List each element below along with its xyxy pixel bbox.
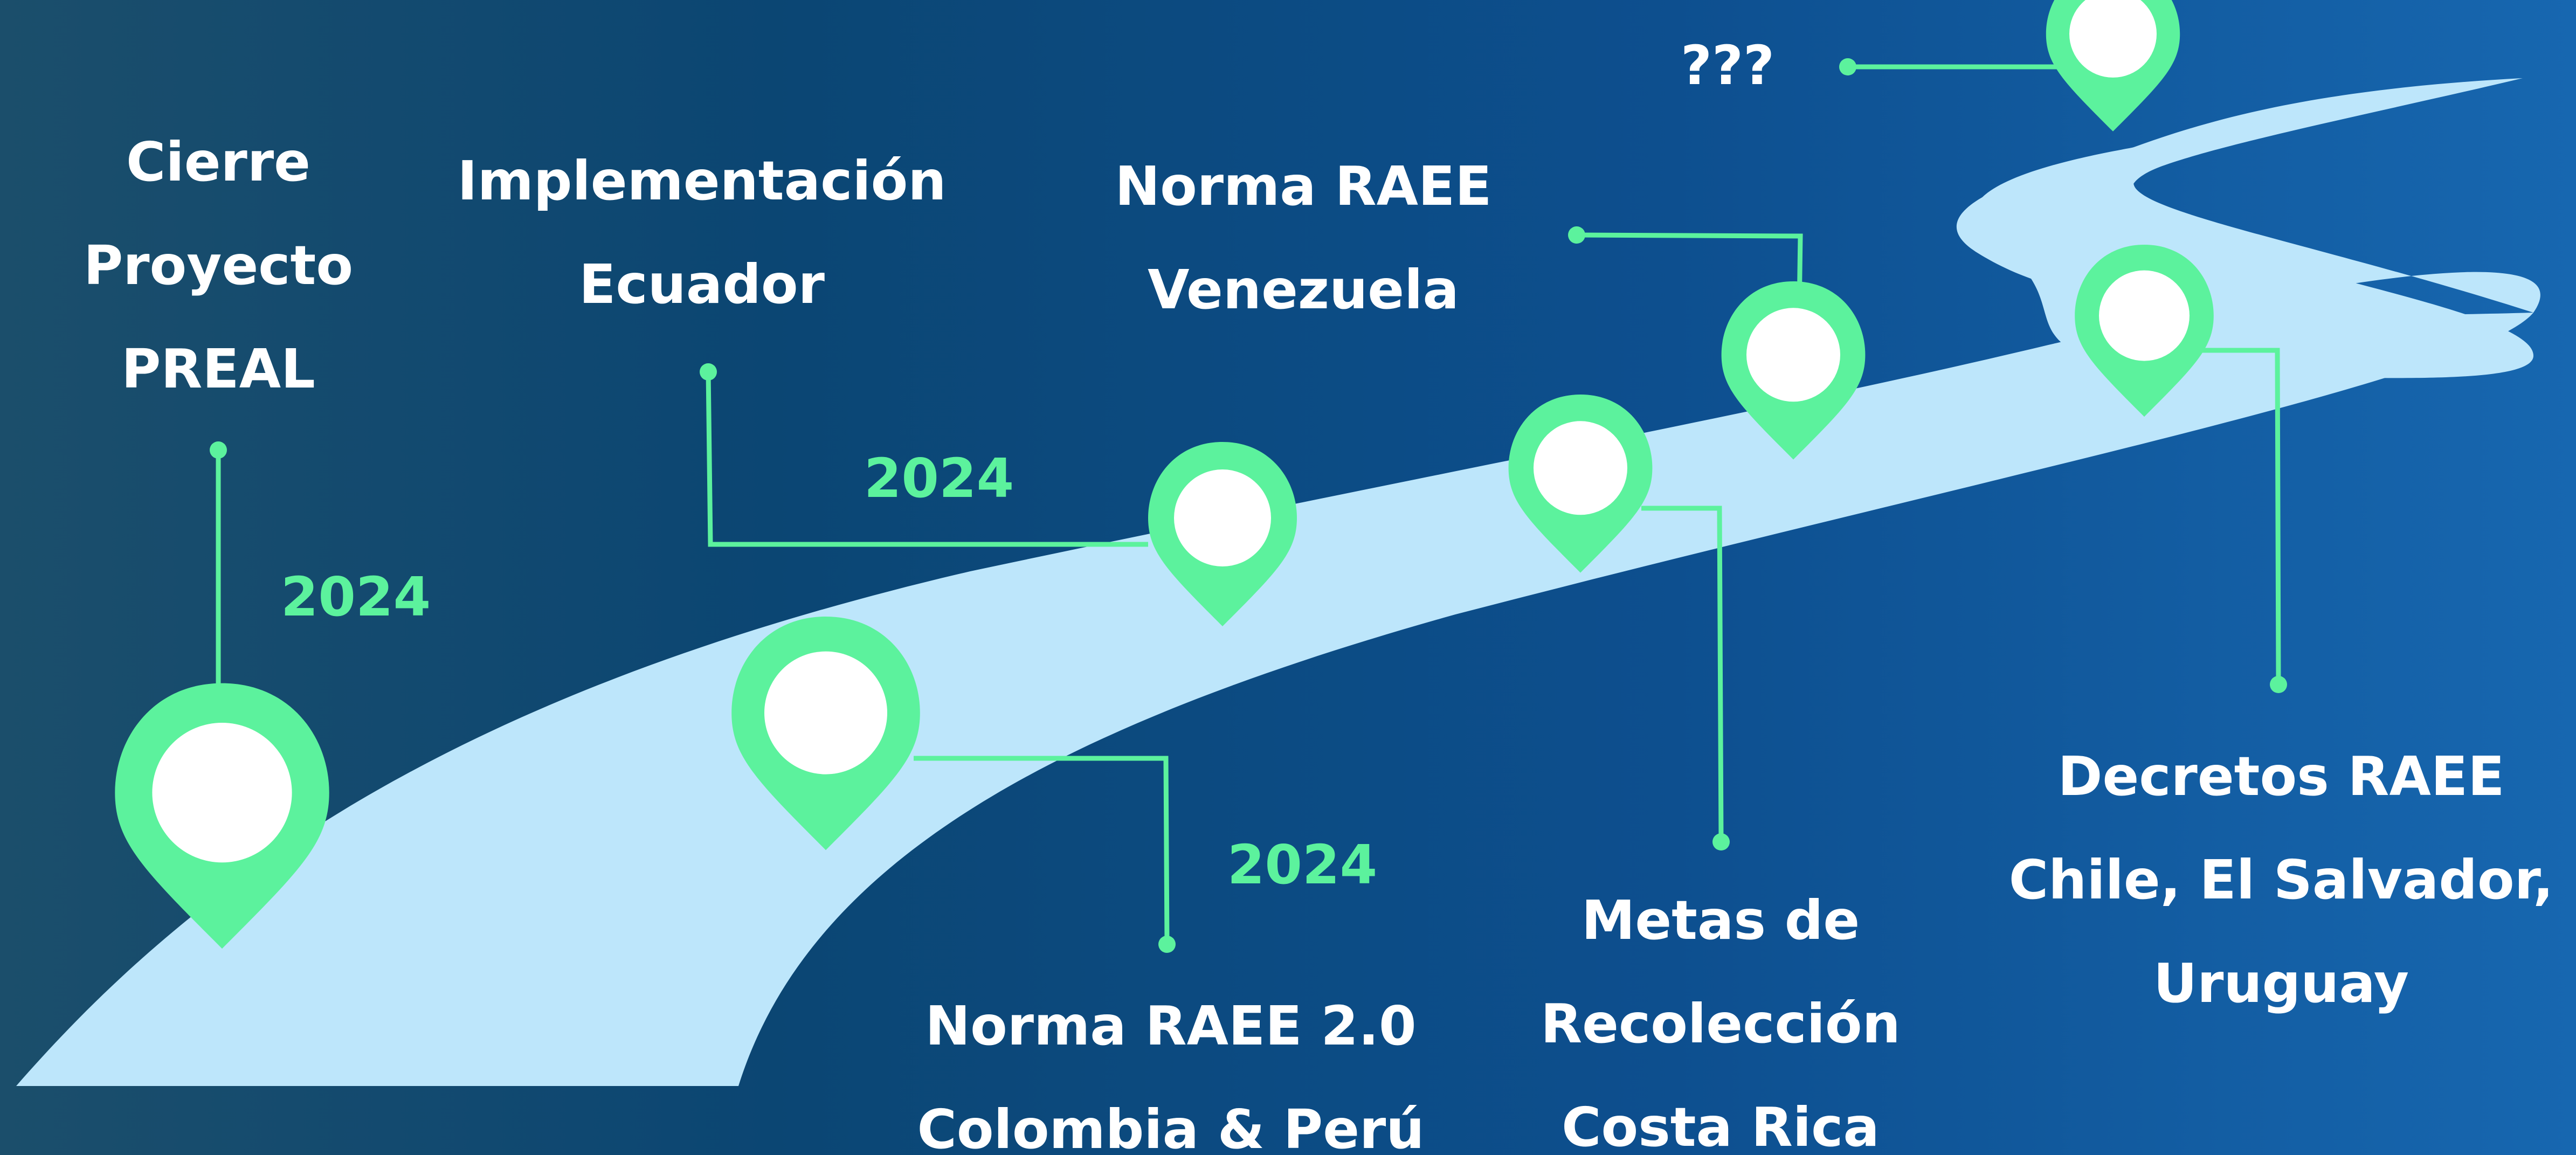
milestone-label-cierre: Cierre Proyecto PREAL — [84, 110, 353, 421]
milestone-year-colombia-peru: 2024 — [1227, 833, 1378, 896]
milestone-label-venezuela: Norma RAEE Venezuela — [1115, 135, 1491, 342]
endpoint-dot — [1839, 58, 1856, 75]
milestone-line: Metas de — [1581, 889, 1860, 952]
milestone-line: Venezuela — [1148, 258, 1459, 321]
map-pin-icon — [1508, 395, 1653, 573]
milestone-line: Norma RAEE — [1115, 155, 1492, 218]
milestone-line: Decretos RAEE — [2057, 745, 2505, 808]
milestone-year-ecuador: 2024 — [864, 447, 1014, 510]
milestone-line: Ecuador — [579, 253, 825, 316]
milestone-line: Norma RAEE 2.0 — [925, 994, 1417, 1057]
road-path — [16, 78, 2540, 1086]
connector-costa-rica — [1641, 506, 1724, 841]
milestone-label-ecuador: Implementación Ecuador — [457, 129, 946, 336]
connector-colombia-peru — [914, 756, 1170, 944]
endpoint-dot — [1568, 226, 1585, 244]
map-pin-icon — [2075, 245, 2214, 417]
milestone-label-decretos: Decretos RAEE Chile, El Salvador, Urugua… — [2009, 725, 2554, 1035]
map-pin-icon — [2046, 0, 2180, 132]
endpoint-dot — [1712, 833, 1730, 850]
map-pin-icon — [1721, 281, 1866, 460]
milestone-year-cierre: 2024 — [280, 565, 431, 628]
milestone-line: Proyecto — [83, 234, 354, 297]
endpoint-dot — [210, 441, 227, 459]
milestone-line: PREAL — [121, 337, 315, 400]
milestone-line: Chile, El Salvador, — [2008, 848, 2554, 911]
endpoint-dot — [700, 363, 717, 381]
milestone-line: Recolección — [1541, 992, 1901, 1055]
endpoint-dot — [2270, 676, 2287, 693]
map-pin-icon — [115, 683, 329, 949]
milestone-label-colombia-peru: Norma RAEE 2.0 Colombia & Perú — [917, 974, 1424, 1155]
milestone-line: Costa Rica — [1562, 1096, 1880, 1155]
milestone-line: Cierre — [126, 130, 310, 193]
endpoint-dot — [1158, 936, 1176, 953]
milestone-label-unknown: ??? — [1680, 34, 1775, 97]
map-pin-icon — [731, 617, 920, 850]
map-pin-icon — [1148, 442, 1297, 626]
milestone-line: Implementación — [457, 149, 947, 212]
milestone-line: Colombia & Perú — [917, 1098, 1425, 1155]
milestone-label-costa-rica: Metas de Recolección Costa Rica — [1541, 869, 1901, 1155]
connector-ecuador — [706, 371, 1148, 547]
connector-decretos — [2199, 348, 2281, 684]
milestone-line: Uruguay — [2153, 952, 2409, 1015]
